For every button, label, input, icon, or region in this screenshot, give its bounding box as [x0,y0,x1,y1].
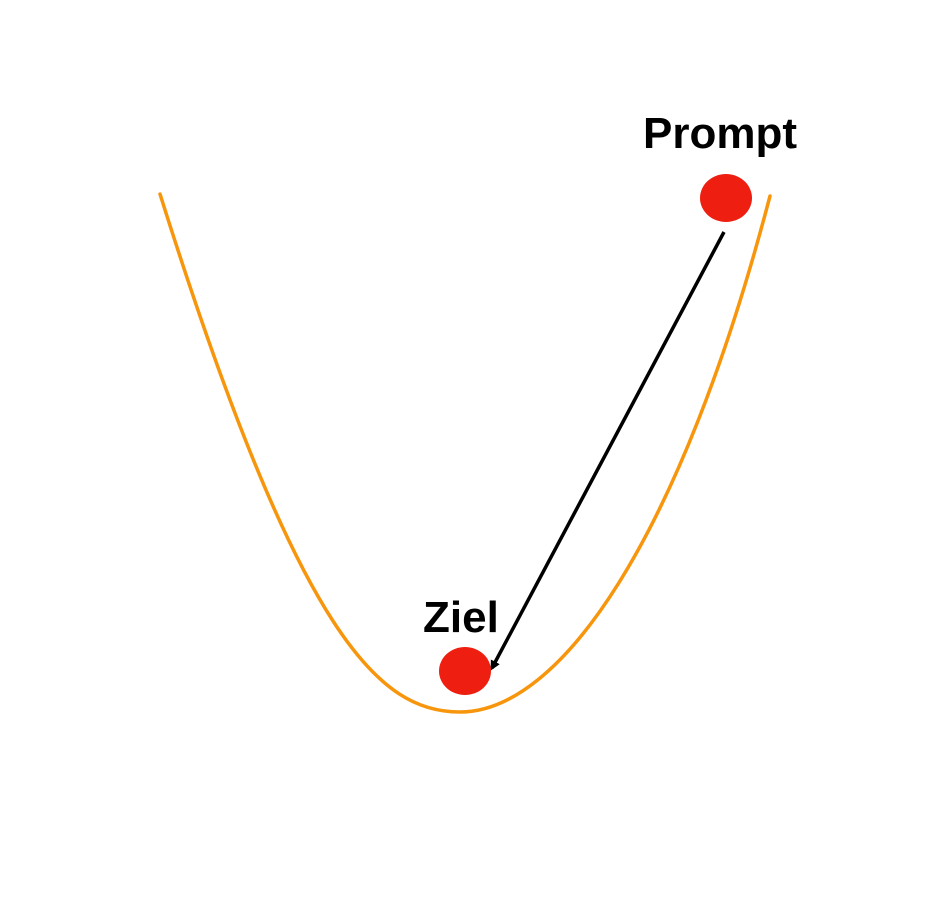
descent-arrow [490,231,726,671]
valley-curve [158,192,772,714]
goal-label: Ziel [423,593,499,642]
prompt-label: Prompt [643,109,797,158]
prompt-point [700,174,752,222]
goal-point [439,647,491,695]
